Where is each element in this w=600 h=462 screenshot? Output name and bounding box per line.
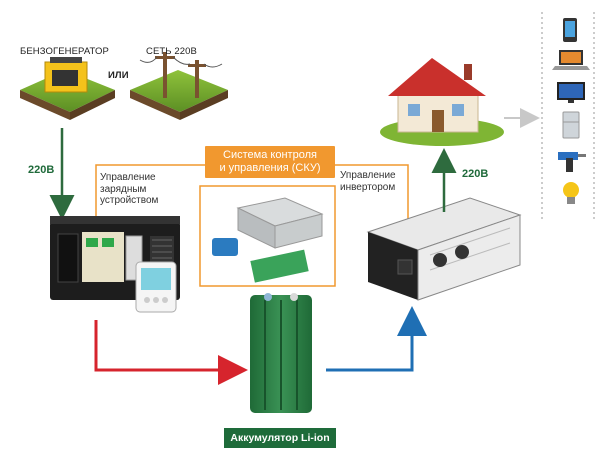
voltage-in-label: 220В bbox=[28, 164, 55, 176]
control-lines bbox=[95, 164, 409, 287]
fridge-icon bbox=[562, 111, 580, 139]
power-grid-illustration bbox=[130, 52, 228, 120]
charger-display bbox=[135, 261, 177, 313]
voltage-out-label: 220В bbox=[462, 168, 489, 180]
battery-label: Аккумулятор Li-ion bbox=[224, 428, 336, 448]
smartphone-icon bbox=[563, 18, 577, 42]
lightbulb-icon bbox=[563, 182, 579, 204]
grid-label: СЕТЬ 220В bbox=[146, 46, 197, 57]
charge-arrow bbox=[94, 320, 248, 385]
charger-control-label: Управление зарядным устройством bbox=[100, 172, 159, 206]
house-illustration bbox=[380, 58, 504, 146]
devices-column bbox=[541, 12, 595, 220]
tv-icon bbox=[557, 82, 585, 103]
inverter-device bbox=[366, 197, 522, 301]
laptop-icon bbox=[552, 50, 590, 70]
discharge-arrow bbox=[326, 306, 427, 372]
generator-label: БЕНЗОГЕНЕРАТОР bbox=[20, 46, 109, 57]
inverter-control-label: Управление инвертором bbox=[340, 170, 396, 193]
drill-icon bbox=[558, 152, 586, 172]
sku-components bbox=[212, 197, 324, 283]
battery-illustration bbox=[250, 293, 312, 413]
generator-illustration bbox=[20, 57, 115, 120]
sku-title: Система контроля и управления (СКУ) bbox=[205, 146, 335, 179]
or-label: ИЛИ bbox=[108, 70, 129, 81]
